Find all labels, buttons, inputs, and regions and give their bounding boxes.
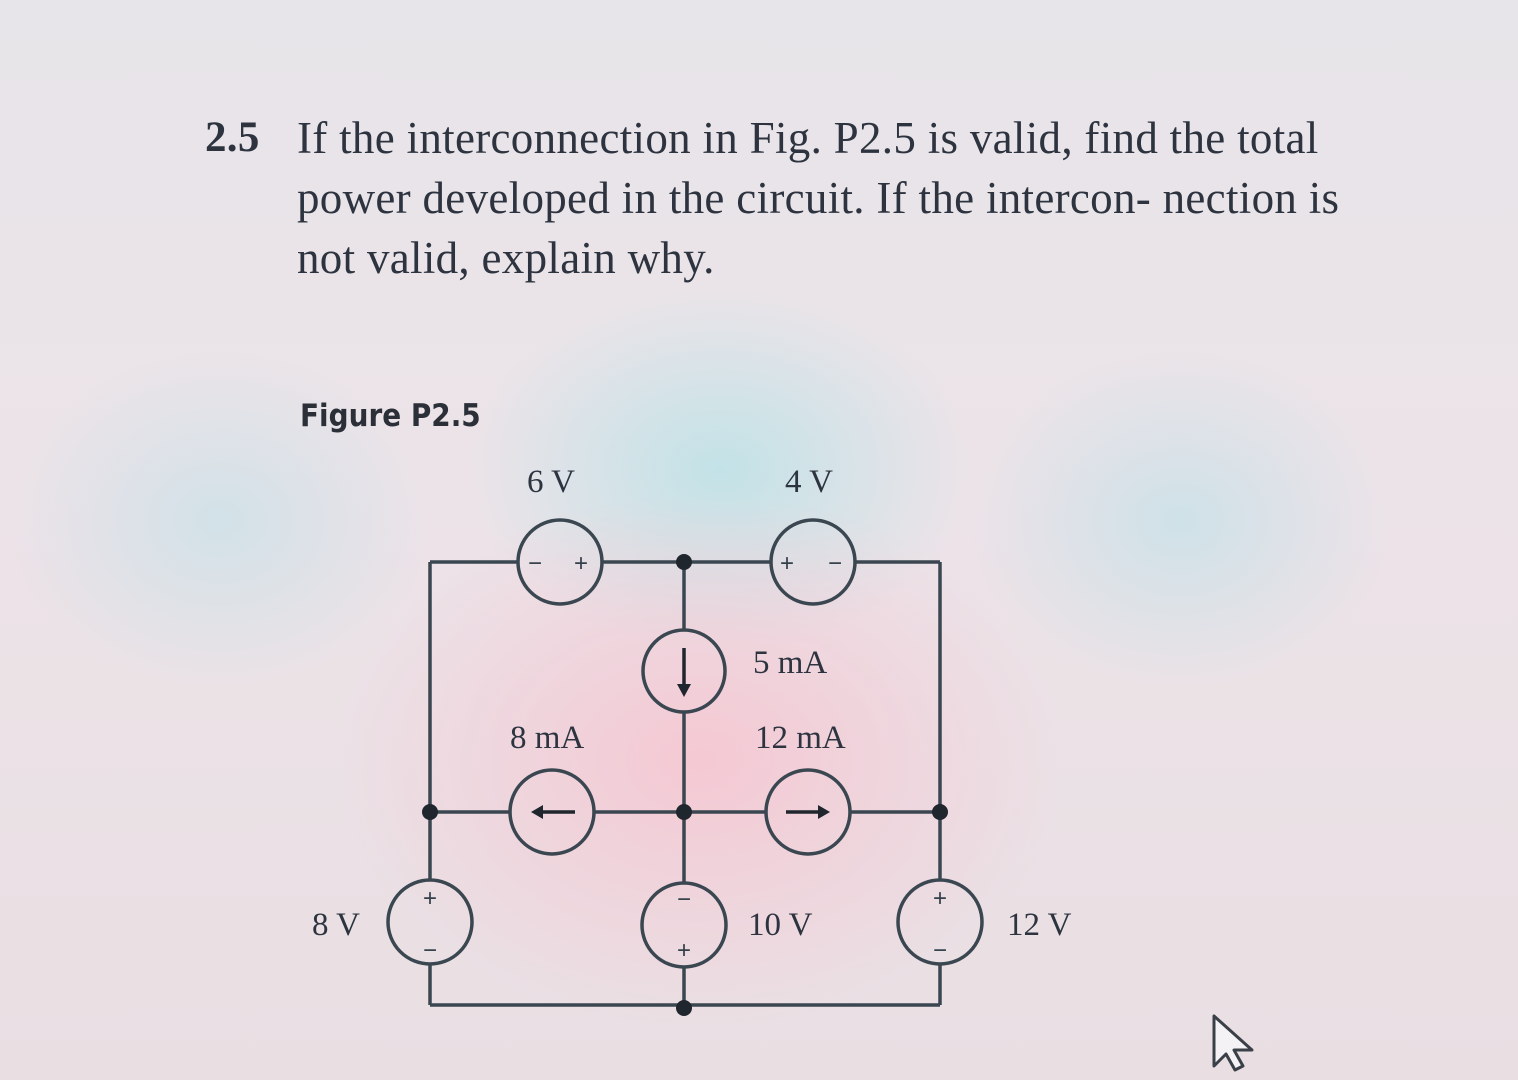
voltage-source-4v: + − [769, 518, 857, 606]
voltage-source-10v: − + [640, 881, 728, 969]
label-12ma: 12 mA [755, 720, 846, 756]
minus-sign: − [828, 550, 842, 577]
voltage-source-8v: + − [386, 878, 474, 966]
label-6v: 6 V [527, 464, 575, 500]
minus-sign: − [933, 937, 947, 964]
problem-number: 2.5 [205, 114, 260, 161]
current-source-8ma [508, 768, 596, 856]
voltage-source-6v: − + [516, 518, 604, 606]
label-8v: 8 V [312, 907, 360, 943]
label-5ma: 5 mA [753, 645, 827, 681]
label-12v: 12 V [1007, 907, 1072, 943]
plus-sign: + [780, 550, 794, 577]
label-4v: 4 V [785, 464, 833, 500]
current-source-5ma [641, 628, 727, 714]
figure-label: Figure P2.5 [300, 398, 481, 434]
junction-dots [422, 554, 948, 1016]
voltage-source-12v: + − [896, 878, 984, 966]
minus-sign: − [423, 937, 437, 964]
minus-sign: − [528, 550, 542, 577]
plus-sign: + [933, 885, 947, 912]
label-10v: 10 V [748, 907, 813, 943]
minus-sign: − [677, 886, 691, 913]
label-8ma: 8 mA [510, 720, 584, 756]
problem-text: If the interconnection in Fig. P2.5 is v… [297, 113, 1340, 283]
plus-sign: + [574, 550, 588, 577]
current-source-12ma [764, 768, 852, 856]
mouse-pointer-icon [1212, 1014, 1254, 1072]
plus-sign: + [423, 885, 437, 912]
plus-sign: + [677, 937, 691, 964]
problem-statement: 2.5 If the interconnection in Fig. P2.5 … [205, 108, 1345, 288]
